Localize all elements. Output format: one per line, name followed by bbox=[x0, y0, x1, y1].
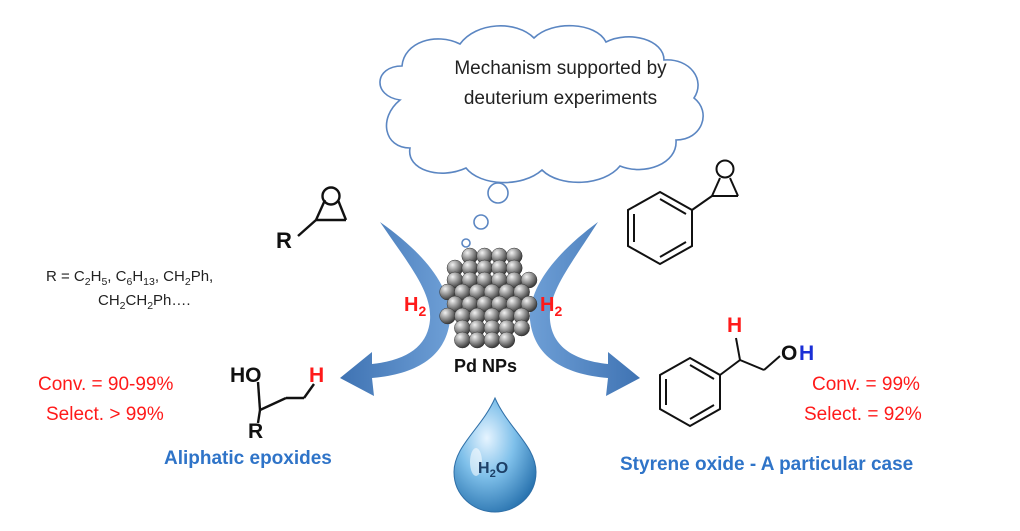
r-group-label: R bbox=[276, 228, 292, 253]
pd-atom-sphere bbox=[513, 319, 530, 337]
pd-atom-sphere bbox=[520, 295, 538, 313]
pd-atom-sphere bbox=[468, 331, 486, 349]
pd-atom-sphere bbox=[498, 331, 516, 349]
cloud-annotation: Mechanism supported by deuterium experim… bbox=[418, 54, 703, 114]
water-drop-icon bbox=[453, 396, 537, 513]
right-selectivity: Select. = 92% bbox=[804, 404, 922, 425]
solvent-label: H2O bbox=[478, 460, 509, 481]
left-product-r-label: R bbox=[248, 420, 264, 443]
left-caption: Aliphatic epoxides bbox=[164, 448, 332, 469]
pd-atom-sphere bbox=[454, 331, 471, 349]
left-curved-arrow bbox=[340, 222, 451, 396]
thought-bubble-small bbox=[461, 238, 471, 248]
styrene-oxide-structure bbox=[627, 159, 739, 266]
left-h2-label: H2 bbox=[404, 294, 427, 319]
right-conversion: Conv. = 99% bbox=[812, 374, 920, 395]
right-curved-arrow bbox=[529, 222, 640, 396]
pd-atom-sphere bbox=[520, 271, 538, 289]
right-h2-label: H2 bbox=[540, 294, 563, 319]
right-product-h-blue-label: H bbox=[799, 342, 815, 365]
pd-atom-sphere bbox=[439, 307, 456, 325]
pd-atom-sphere bbox=[483, 331, 501, 349]
cloud-text-line1: Mechanism supported by bbox=[454, 58, 667, 79]
water-drop-highlight bbox=[470, 448, 482, 476]
left-selectivity: Select. > 99% bbox=[46, 404, 164, 425]
pd-nanoparticle-cluster bbox=[439, 247, 538, 349]
right-product-h-label: H bbox=[727, 314, 743, 337]
aliphatic-product-structure bbox=[256, 381, 315, 424]
left-product-ho-label: HO bbox=[230, 364, 262, 387]
cloud-text-line2: deuterium experiments bbox=[463, 88, 658, 109]
thought-cloud bbox=[379, 24, 704, 184]
aliphatic-epoxide-structure bbox=[297, 186, 348, 237]
phenylethanol-structure bbox=[659, 337, 781, 428]
r-definition-line2: CH2CH2Ph…. bbox=[98, 292, 191, 312]
thought-bubble-medium bbox=[473, 214, 489, 230]
catalyst-label: Pd NPs bbox=[454, 356, 518, 376]
pd-atom-sphere bbox=[513, 283, 530, 301]
right-caption: Styrene oxide - A particular case bbox=[620, 454, 914, 475]
left-conversion: Conv. = 90-99% bbox=[38, 374, 174, 395]
right-product-o-label: O bbox=[781, 342, 798, 365]
thought-bubble-large bbox=[487, 182, 509, 204]
r-definition-line1: R = C2H5, C6H13, CH2Ph, bbox=[46, 268, 214, 288]
left-product-h-label: H bbox=[309, 364, 325, 387]
